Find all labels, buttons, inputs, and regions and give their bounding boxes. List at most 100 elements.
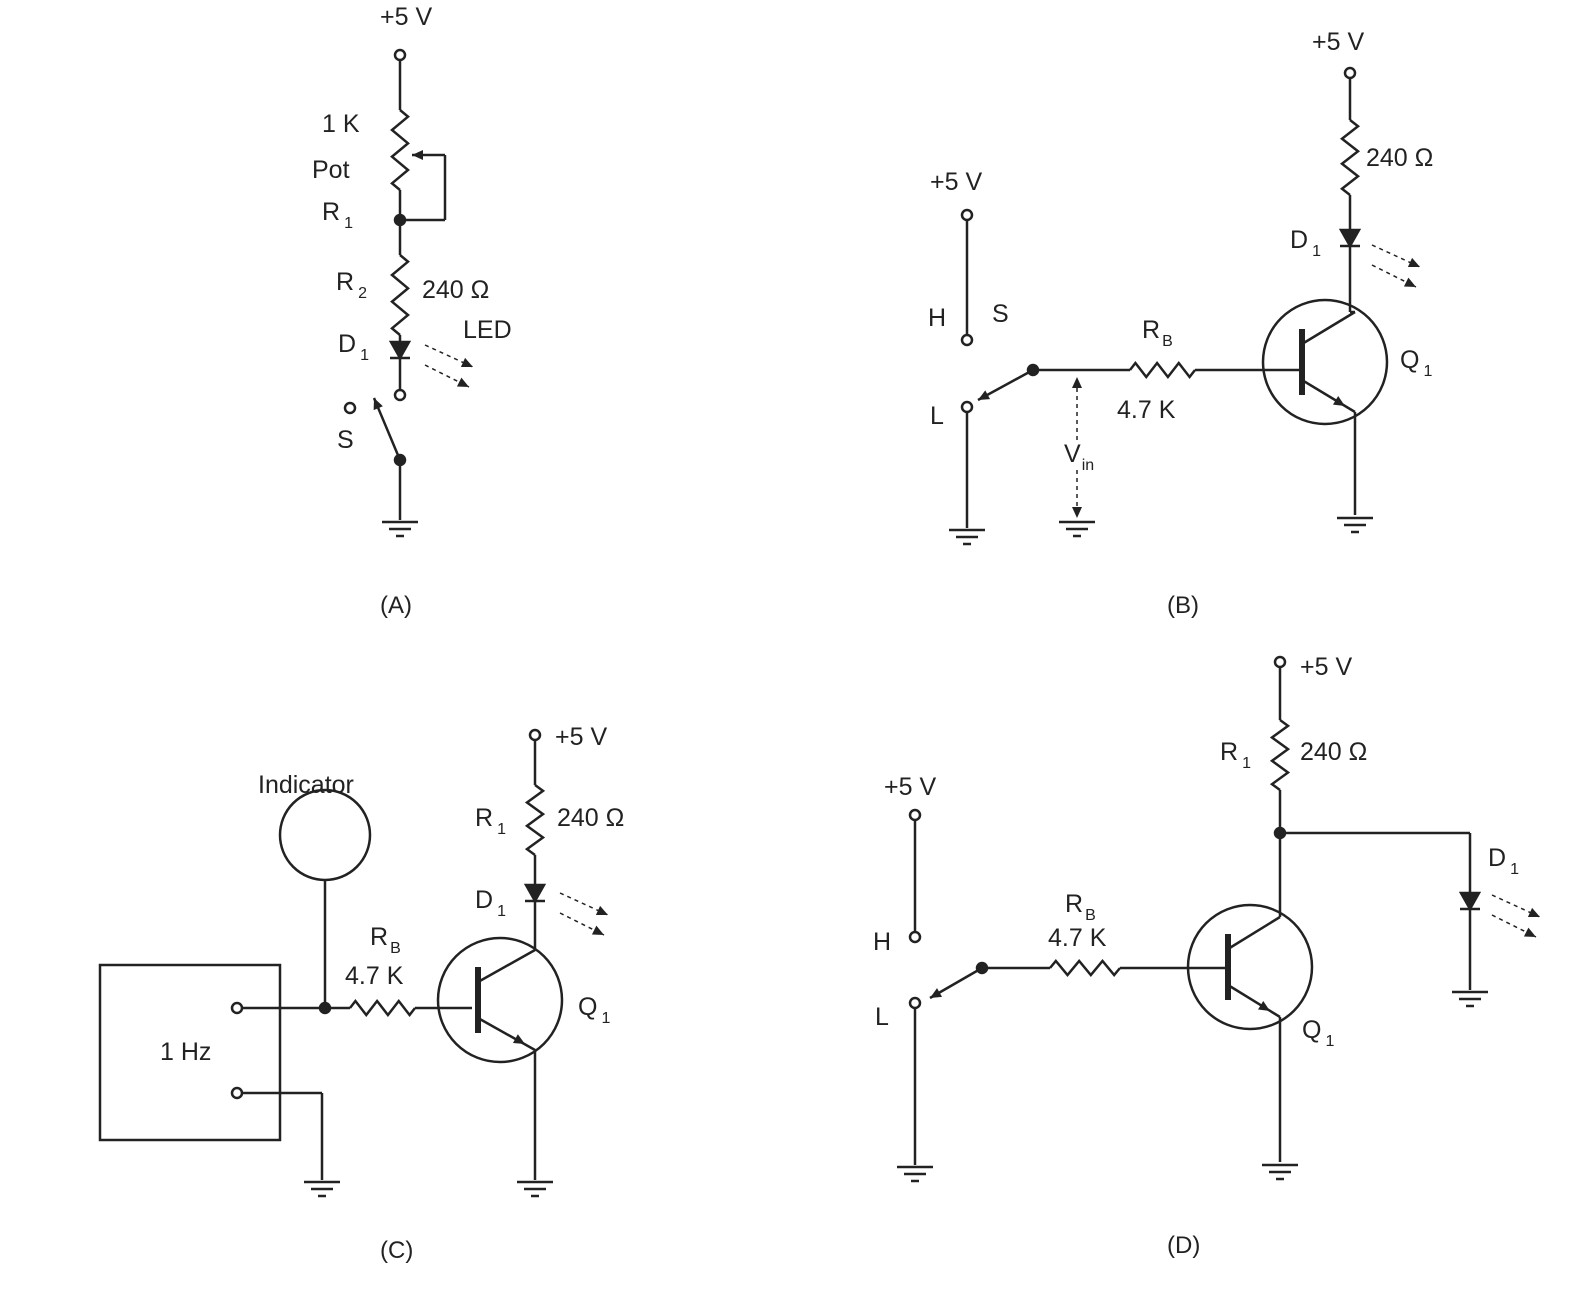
switch-blade <box>372 397 402 461</box>
emitter-arrow <box>512 1034 525 1044</box>
resistor <box>1129 360 1196 380</box>
c-rb-value: 4.7 K <box>345 962 404 990</box>
terminal <box>1273 655 1287 669</box>
transistor-collector <box>477 948 536 984</box>
diode <box>388 340 412 361</box>
b-s-label: S <box>992 300 1009 328</box>
terminal <box>393 48 407 62</box>
light-emission-arrow-head <box>456 377 469 387</box>
transistor-emitter <box>1301 378 1356 414</box>
d-caption: (D) <box>1167 1232 1200 1259</box>
b-supply-label: +5 V <box>1312 28 1364 56</box>
emitter-arrow <box>1258 1000 1270 1011</box>
circuit-geometry <box>98 48 1541 1198</box>
transistor-body <box>1261 298 1389 426</box>
b-r-value: 240 Ω <box>1366 144 1433 172</box>
c-r1-value: 240 Ω <box>557 804 624 832</box>
terminal <box>528 728 542 742</box>
terminal <box>230 1086 244 1100</box>
c-generator-label: 1 Hz <box>160 1038 211 1066</box>
terminal <box>908 930 922 944</box>
light-emission-arrow <box>559 892 609 916</box>
light-emission-arrow-head <box>1407 257 1420 267</box>
light-emission-arrow-head <box>595 905 608 915</box>
d-h-label: H <box>873 928 891 956</box>
a-supply-label: +5 V <box>380 3 432 31</box>
a-pot-label: Pot <box>312 156 350 184</box>
light-emission-arrow <box>1491 894 1541 918</box>
terminal <box>960 208 974 222</box>
b-l-label: L <box>930 402 944 430</box>
c-caption: (C) <box>380 1237 413 1264</box>
b-h-label: H <box>928 304 946 332</box>
transistor-body <box>1186 903 1314 1031</box>
diode <box>1458 891 1482 912</box>
d-l-label: L <box>875 1003 889 1031</box>
resistor <box>524 783 546 857</box>
terminal <box>343 401 357 415</box>
terminal <box>230 1001 244 1015</box>
b-rb-value: 4.7 K <box>1117 396 1176 424</box>
b-caption: (B) <box>1167 592 1199 619</box>
diode <box>1338 228 1362 249</box>
b-switch-supply-label: +5 V <box>930 168 982 196</box>
terminal <box>960 400 974 414</box>
resistor <box>390 109 410 191</box>
wiper-arrow-head <box>412 150 423 160</box>
resistor <box>1339 119 1361 196</box>
emitter-arrow <box>1332 396 1345 406</box>
terminal <box>1343 66 1357 80</box>
transistor-collector <box>1301 310 1356 346</box>
resistor <box>1049 959 1121 977</box>
a-pot-value: 1 K <box>322 110 360 138</box>
d-rb-value: 4.7 K <box>1048 924 1107 952</box>
a-led-label: LED <box>463 316 512 344</box>
light-emission-arrow-head <box>460 357 473 367</box>
a-switch-label: S <box>337 426 354 454</box>
vin-arrow-head <box>1072 507 1082 518</box>
resistor <box>1269 718 1291 792</box>
indicator-lamp <box>278 788 372 882</box>
terminal <box>908 996 922 1010</box>
light-emission-arrow-head <box>591 925 604 935</box>
c-indicator-label: Indicator <box>258 771 354 799</box>
terminal <box>960 333 974 347</box>
resistor <box>349 998 416 1018</box>
transistor-emitter <box>477 1016 536 1052</box>
a-caption: (A) <box>380 592 412 619</box>
transistor-body <box>436 936 564 1064</box>
d-supply-label: +5 V <box>1300 653 1352 681</box>
light-emission-arrow-head <box>1527 907 1540 917</box>
light-emission-arrow <box>424 344 474 368</box>
resistor <box>390 254 410 336</box>
d-switch-supply-label: +5 V <box>884 773 936 801</box>
vin-arrow-head <box>1072 377 1082 388</box>
switch-blade-head <box>978 390 991 400</box>
light-emission-arrow <box>1371 244 1421 268</box>
light-emission-arrow-head <box>1403 277 1416 287</box>
switch-blade-head <box>930 988 943 998</box>
b-vin-label: Vin <box>1064 440 1094 474</box>
transistor-emitter <box>1227 983 1281 1019</box>
function-generator-box <box>98 963 282 1142</box>
terminal <box>908 808 922 822</box>
light-emission-arrow-head <box>1523 927 1536 937</box>
